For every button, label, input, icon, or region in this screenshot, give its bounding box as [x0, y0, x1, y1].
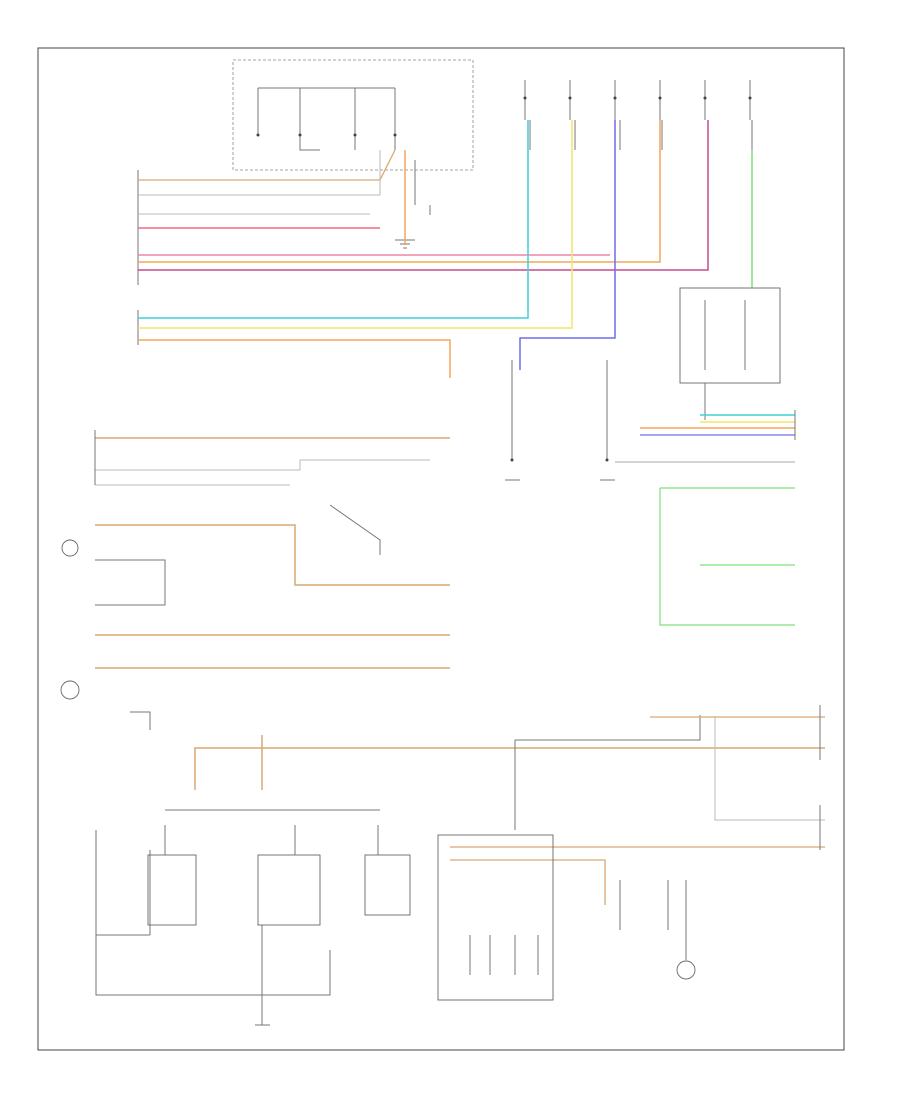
right-bus	[615, 410, 796, 626]
relay-module-right	[679, 287, 781, 420]
wire-orange	[138, 120, 661, 263]
mid-switch-blocks	[505, 360, 615, 481]
wire-orange-2	[138, 339, 451, 378]
wire-gray-a	[138, 150, 381, 196]
wire-blue	[519, 120, 616, 370]
fuse-columns	[523, 80, 753, 150]
diagram-frame	[37, 47, 845, 1051]
wire-harness	[138, 120, 753, 378]
lower-circuit	[95, 705, 825, 1026]
wire-yellow	[138, 120, 573, 329]
switch-assembly-top	[232, 59, 474, 249]
wire-cyan	[138, 120, 529, 319]
wire-tan-top	[138, 149, 396, 181]
left-lines	[60, 430, 450, 700]
wire-magenta	[138, 120, 709, 271]
